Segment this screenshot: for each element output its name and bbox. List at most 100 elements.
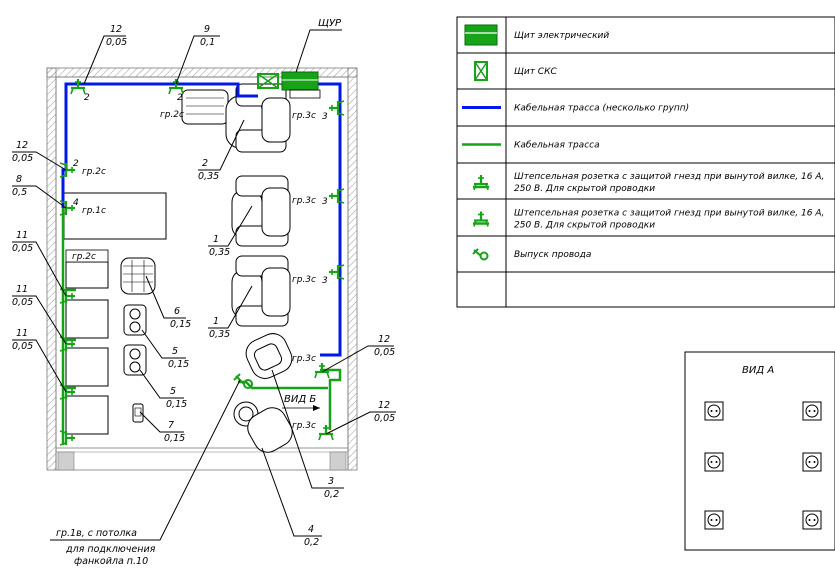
leader-callout: 50,15 xyxy=(139,369,187,410)
legend-text: 250 В. Для скрытой проводки xyxy=(514,184,655,194)
cabinet xyxy=(65,347,109,387)
leader-number: 3 xyxy=(328,476,334,487)
socket-icon xyxy=(318,425,334,441)
leader-callout: 120,05 xyxy=(12,140,67,171)
cabinet xyxy=(65,299,109,339)
leader-callout: 90,1 xyxy=(175,24,220,85)
leader-number: 12 xyxy=(110,24,122,35)
chair-1-b xyxy=(231,255,291,327)
socket-number: 2 xyxy=(84,93,90,103)
socket-number: 3 xyxy=(322,276,328,286)
leader-value: 0,05 xyxy=(12,153,33,164)
legend-row: Кабельная трасса xyxy=(457,141,835,164)
sks-panel-icon xyxy=(257,73,279,89)
leader-number: 6 xyxy=(174,306,180,317)
socket-number: 2 xyxy=(177,93,183,103)
wire-outlet-icon xyxy=(472,248,489,261)
desk xyxy=(63,192,167,240)
leader-number: 1 xyxy=(213,234,219,245)
item-7 xyxy=(132,403,144,423)
outlet-front-icon xyxy=(704,401,724,421)
leader-value: 0,2 xyxy=(304,537,319,548)
socket-icon xyxy=(473,211,489,227)
group-label: гр.2с xyxy=(72,252,96,262)
chair-2 xyxy=(181,83,291,153)
leader-value: 0,15 xyxy=(164,433,185,444)
leader-number: 11 xyxy=(16,230,28,241)
socket-icon xyxy=(329,264,345,280)
leader-callout: 50,15 xyxy=(141,329,189,370)
group-label: гр.3с xyxy=(292,111,316,121)
fancoil-note-line: фанкойла п.10 xyxy=(74,556,148,567)
legend-text: Штепсельная розетка с защитой гнезд при … xyxy=(514,172,824,182)
outlet-front-icon xyxy=(802,510,822,530)
socket-icon xyxy=(473,175,489,191)
fancoil-note-line: гр.1в, с потолка xyxy=(56,528,137,539)
leader-value: 0,2 xyxy=(324,489,339,500)
legend-text: 250 В. Для скрытой проводки xyxy=(514,221,655,231)
socket-icon xyxy=(168,79,184,95)
group-label: гр.3с xyxy=(292,196,316,206)
socket-icon xyxy=(59,430,75,446)
legend-row: Штепсельная розетка с защитой гнезд при … xyxy=(457,172,835,200)
shur-label: ЩУР xyxy=(318,18,342,29)
group-label: гр.3с xyxy=(292,421,316,431)
legend-row: Кабельная трасса (несколько групп) xyxy=(457,104,835,127)
leader-value: 0,35 xyxy=(209,329,230,340)
leader-number: 1 xyxy=(213,316,219,327)
item-5-a xyxy=(123,304,147,336)
leader-number: 5 xyxy=(170,386,176,397)
leader-callout: 120,05 xyxy=(83,24,127,85)
socket-icon xyxy=(329,100,345,116)
leader-callout: 110,05 xyxy=(12,284,67,345)
cable-route-multi xyxy=(61,82,78,208)
leader-value: 0,05 xyxy=(374,347,395,358)
leader-number: 9 xyxy=(204,24,210,35)
legend-text: Кабельная трасса (несколько групп) xyxy=(514,104,689,114)
group-label: гр.2с xyxy=(82,167,106,177)
socket-number: 2 xyxy=(73,159,79,169)
leader-callout: 10,35 xyxy=(208,285,253,340)
legend-row: Щит электрический xyxy=(457,24,835,54)
leader-callout: 40,2 xyxy=(261,447,322,548)
socket-number: 3 xyxy=(322,112,328,122)
outlet-front-icon xyxy=(704,452,724,472)
leader-value: 0,35 xyxy=(209,247,230,258)
leader-callout: 120,05 xyxy=(325,400,396,435)
leader-value: 0,15 xyxy=(168,359,189,370)
group-label: гр.1с xyxy=(82,206,106,216)
view-a: ВИД А xyxy=(684,351,835,551)
view-a-title: ВИД А xyxy=(742,365,774,376)
socket-number: 4 xyxy=(73,198,79,208)
socket-icon xyxy=(473,175,489,191)
leader-callout: 10,35 xyxy=(208,205,253,258)
leader-number: 11 xyxy=(16,328,28,339)
electric-panel-icon xyxy=(464,24,498,46)
leader-value: 0,05 xyxy=(12,243,33,254)
wall-right xyxy=(347,67,358,471)
chair-1-a xyxy=(231,175,291,247)
legend-text: Щит электрический xyxy=(514,31,609,41)
leader-value: 0,1 xyxy=(200,37,215,48)
chair-3 xyxy=(245,333,293,379)
outlet-front-icon xyxy=(802,452,822,472)
leader-callout: 60,15 xyxy=(145,275,191,330)
leader-callout: 20,35 xyxy=(198,119,245,182)
socket-number: 3 xyxy=(322,197,328,207)
leader-number: 12 xyxy=(16,140,28,151)
leader-callout: 110,05 xyxy=(12,230,67,297)
leader-value: 0,35 xyxy=(198,171,219,182)
cable-route-multi xyxy=(78,82,258,98)
leader-number: 11 xyxy=(16,284,28,295)
cable-route xyxy=(320,368,342,430)
leader-value: 0,05 xyxy=(12,297,33,308)
leader-callout: 30,2 xyxy=(271,369,344,500)
leader-value: 0,5 xyxy=(12,187,27,198)
group-label: гр.3с xyxy=(292,354,316,364)
cabinet xyxy=(65,261,109,289)
window-sill xyxy=(55,447,349,471)
legend-text: Выпуск провода xyxy=(514,250,591,260)
legend-text: Кабельная трасса xyxy=(514,141,600,151)
